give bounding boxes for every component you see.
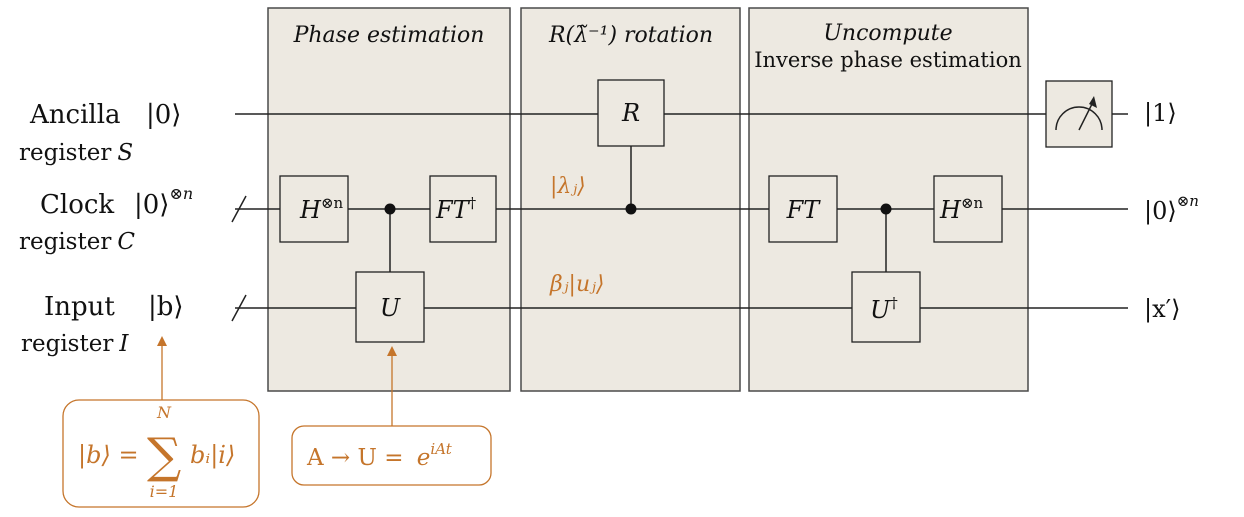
uncompute-title: Uncompute (823, 21, 952, 46)
unitary-label: U (380, 294, 401, 322)
b-expansion-lhs: |b⟩ = (78, 441, 139, 470)
phase-estimation-title: Phase estimation (293, 23, 485, 48)
rotation-gate (597, 79, 665, 147)
eigenvalue-annotation: |λⱼ⟩ (550, 174, 586, 199)
b-expansion-term: bᵢ|i⟩ (190, 441, 235, 470)
input-name: Input (44, 292, 115, 322)
fourier-gate (768, 175, 838, 243)
eigenvector-annotation: βⱼ|uⱼ⟩ (549, 272, 605, 297)
u-control-dot (384, 203, 396, 215)
b-expansion-callout (62, 399, 260, 508)
rotation-label: R (621, 99, 640, 127)
inverse-fourier-gate (429, 175, 497, 243)
clock-output-state: |0⟩⊗n (1144, 192, 1199, 226)
clock-bus-slash (231, 195, 247, 223)
b-expansion-arrowhead (157, 336, 167, 346)
unitary-gate (355, 271, 425, 343)
clock-name: Clock (40, 190, 114, 220)
rotation-title: R(λ̃⁻¹) rotation (548, 23, 713, 48)
unitary-dagger-label: U† (870, 294, 898, 324)
a-to-u-arrowhead (387, 346, 397, 356)
a-to-u-expression: A → U = eiAt (306, 440, 453, 471)
inverse-fourier-label: FT† (435, 194, 477, 224)
r-control-dot (625, 203, 637, 215)
measurement-meter-icon (1045, 80, 1113, 148)
input-bus-slash (231, 294, 247, 322)
b-expansion-sum: ∑ (147, 428, 181, 484)
fourier-label: FT (786, 196, 822, 224)
ancilla-output-state: |1⟩ (1144, 99, 1177, 128)
u-dagger-control-dot (880, 203, 892, 215)
hadamard-input-label: H⊗n (299, 194, 344, 224)
input-initial-state: |b⟩ (148, 292, 184, 322)
clock-initial-state: |0⟩⊗n (134, 184, 193, 220)
b-expansion-upper: N (156, 403, 172, 422)
hadamard-input-gate (279, 175, 349, 243)
ancilla-initial-state: |0⟩ (146, 100, 181, 130)
b-expansion-lower: i=1 (150, 482, 179, 501)
a-to-u-callout (291, 425, 492, 486)
input-output-state: |x′⟩ (1144, 295, 1180, 324)
unitary-dagger-gate (851, 271, 921, 343)
uncompute-subtitle: Inverse phase estimation (754, 48, 1022, 72)
hadamard-output-label: H⊗n (939, 194, 984, 224)
hadamard-output-gate (933, 175, 1003, 243)
ancilla-name: Ancilla (29, 100, 121, 130)
